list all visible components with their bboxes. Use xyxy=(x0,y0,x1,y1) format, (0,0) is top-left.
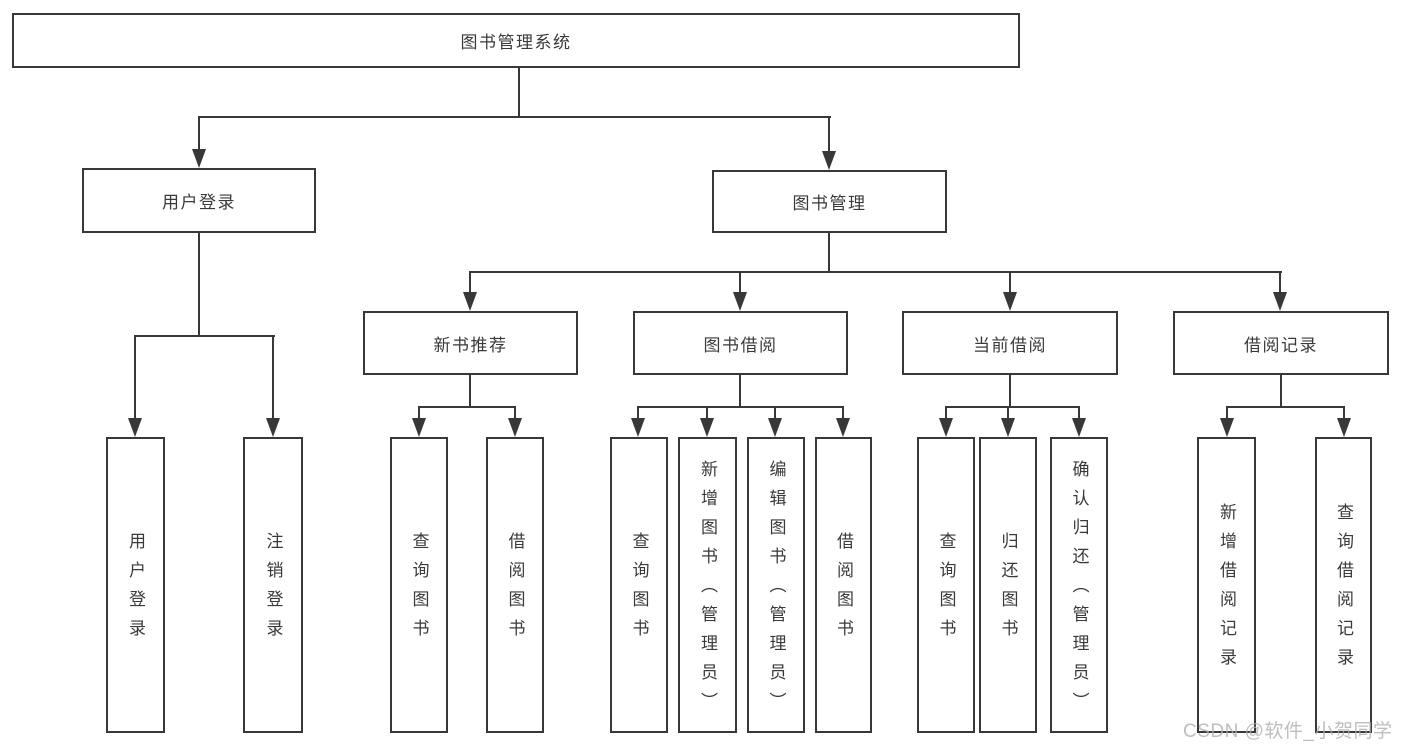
node-current-borrowing: 当前借阅 xyxy=(902,311,1118,375)
connector-line xyxy=(514,407,516,420)
leaf-logout: 注销登录 xyxy=(243,437,303,733)
connector-line xyxy=(198,116,831,118)
connector-line xyxy=(828,117,830,154)
node-label: 图书借阅 xyxy=(703,335,778,355)
connector-line xyxy=(198,117,200,152)
connector-line xyxy=(739,272,741,294)
connector-line xyxy=(1226,406,1345,408)
arrowhead-down-icon xyxy=(733,292,747,311)
node-label: 借阅记录 xyxy=(1244,335,1318,355)
arrowhead-down-icon xyxy=(192,149,206,168)
connector-line xyxy=(198,233,200,336)
arrowhead-down-icon xyxy=(412,418,426,437)
arrowhead-down-icon xyxy=(266,418,280,437)
connector-line xyxy=(1009,272,1011,294)
node-user-login: 用户登录 xyxy=(82,168,316,233)
arrowhead-down-icon xyxy=(631,418,645,437)
leaf-query-books-borrowing: 查询图书 xyxy=(610,437,668,733)
connector-line xyxy=(134,335,275,337)
node-borrowing-records: 借阅记录 xyxy=(1173,311,1389,375)
leaf-query-books-current: 查询图书 xyxy=(917,437,975,733)
connector-line xyxy=(1226,407,1228,420)
leaf-query-borrow-record: 查询借阅记录 xyxy=(1315,437,1372,733)
leaf-borrow-books-recommend: 借阅图书 xyxy=(486,437,544,733)
arrowhead-down-icon xyxy=(1273,292,1287,311)
connector-line xyxy=(1279,272,1281,294)
node-book-management-system: 图书管理系统 xyxy=(12,13,1020,68)
arrowhead-down-icon xyxy=(1001,418,1015,437)
connector-line xyxy=(134,336,136,420)
leaf-confirm-return-admin: 确认归还（管理员） xyxy=(1050,437,1108,733)
leaf-return-book: 归还图书 xyxy=(979,437,1037,733)
leaf-user-login: 用户登录 xyxy=(106,437,165,733)
connector-line xyxy=(469,272,471,294)
connector-line xyxy=(1078,407,1080,420)
connector-line xyxy=(272,336,274,420)
arrowhead-down-icon xyxy=(1003,292,1017,311)
arrowhead-down-icon xyxy=(700,418,714,437)
node-label: 注销登录 xyxy=(263,532,283,648)
leaf-query-books-recommend: 查询图书 xyxy=(390,437,448,733)
node-label: 当前借阅 xyxy=(973,335,1047,355)
connector-line xyxy=(945,407,947,420)
connector-line xyxy=(1007,407,1009,420)
node-label: 新书推荐 xyxy=(433,335,508,355)
node-label: 图书管理 xyxy=(792,194,867,213)
node-book-management: 图书管理 xyxy=(712,170,947,233)
watermark: CSDN @软件_小贺同学 xyxy=(1183,721,1393,742)
leaf-add-borrow-record: 新增借阅记录 xyxy=(1197,437,1256,733)
node-label: 借阅图书 xyxy=(505,532,525,648)
node-label: 查询图书 xyxy=(409,532,429,648)
leaf-edit-book-admin: 编辑图书（管理员） xyxy=(747,437,805,733)
node-label: 编辑图书（管理员） xyxy=(766,459,786,721)
arrowhead-down-icon xyxy=(128,418,142,437)
node-label: 归还图书 xyxy=(998,532,1018,648)
node-new-book-recommendation: 新书推荐 xyxy=(363,311,578,375)
arrowhead-down-icon xyxy=(1337,418,1351,437)
arrowhead-down-icon xyxy=(463,292,477,311)
connector-line xyxy=(1343,407,1345,420)
arrowhead-down-icon xyxy=(508,418,522,437)
connector-line xyxy=(828,233,830,272)
connector-line xyxy=(637,406,844,408)
connector-line xyxy=(418,407,420,420)
connector-line xyxy=(418,406,516,408)
arrowhead-down-icon xyxy=(822,151,836,170)
arrowhead-down-icon xyxy=(768,418,782,437)
arrowhead-down-icon xyxy=(939,418,953,437)
connector-line xyxy=(842,407,844,420)
node-label: 新增图书（管理员） xyxy=(698,459,717,721)
node-label: 确认归还（管理员） xyxy=(1069,459,1089,721)
arrowhead-down-icon xyxy=(1072,418,1086,437)
connector-line xyxy=(469,375,471,407)
connector-line xyxy=(1280,375,1282,407)
node-book-borrowing: 图书借阅 xyxy=(633,311,848,375)
node-label: 图书管理系统 xyxy=(460,33,572,52)
connector-line xyxy=(774,407,776,420)
node-label: 查询图书 xyxy=(629,532,649,648)
leaf-add-book-admin: 新增图书（管理员） xyxy=(678,437,737,733)
node-label: 新增借阅记录 xyxy=(1217,503,1236,677)
connector-line xyxy=(1009,375,1011,407)
arrowhead-down-icon xyxy=(1220,418,1234,437)
connector-line xyxy=(518,68,520,117)
node-label: 借阅图书 xyxy=(834,532,853,648)
connector-line xyxy=(706,407,708,420)
node-label: 用户登录 xyxy=(162,193,236,212)
node-label: 查询图书 xyxy=(936,532,956,648)
connector-line xyxy=(469,271,1282,273)
connector-line xyxy=(739,375,741,407)
leaf-borrow-books-borrowing: 借阅图书 xyxy=(815,437,872,733)
node-label: 用户登录 xyxy=(126,532,145,648)
connector-line xyxy=(945,406,1080,408)
node-label: 查询借阅记录 xyxy=(1334,503,1353,677)
connector-line xyxy=(637,407,639,420)
arrowhead-down-icon xyxy=(836,418,850,437)
